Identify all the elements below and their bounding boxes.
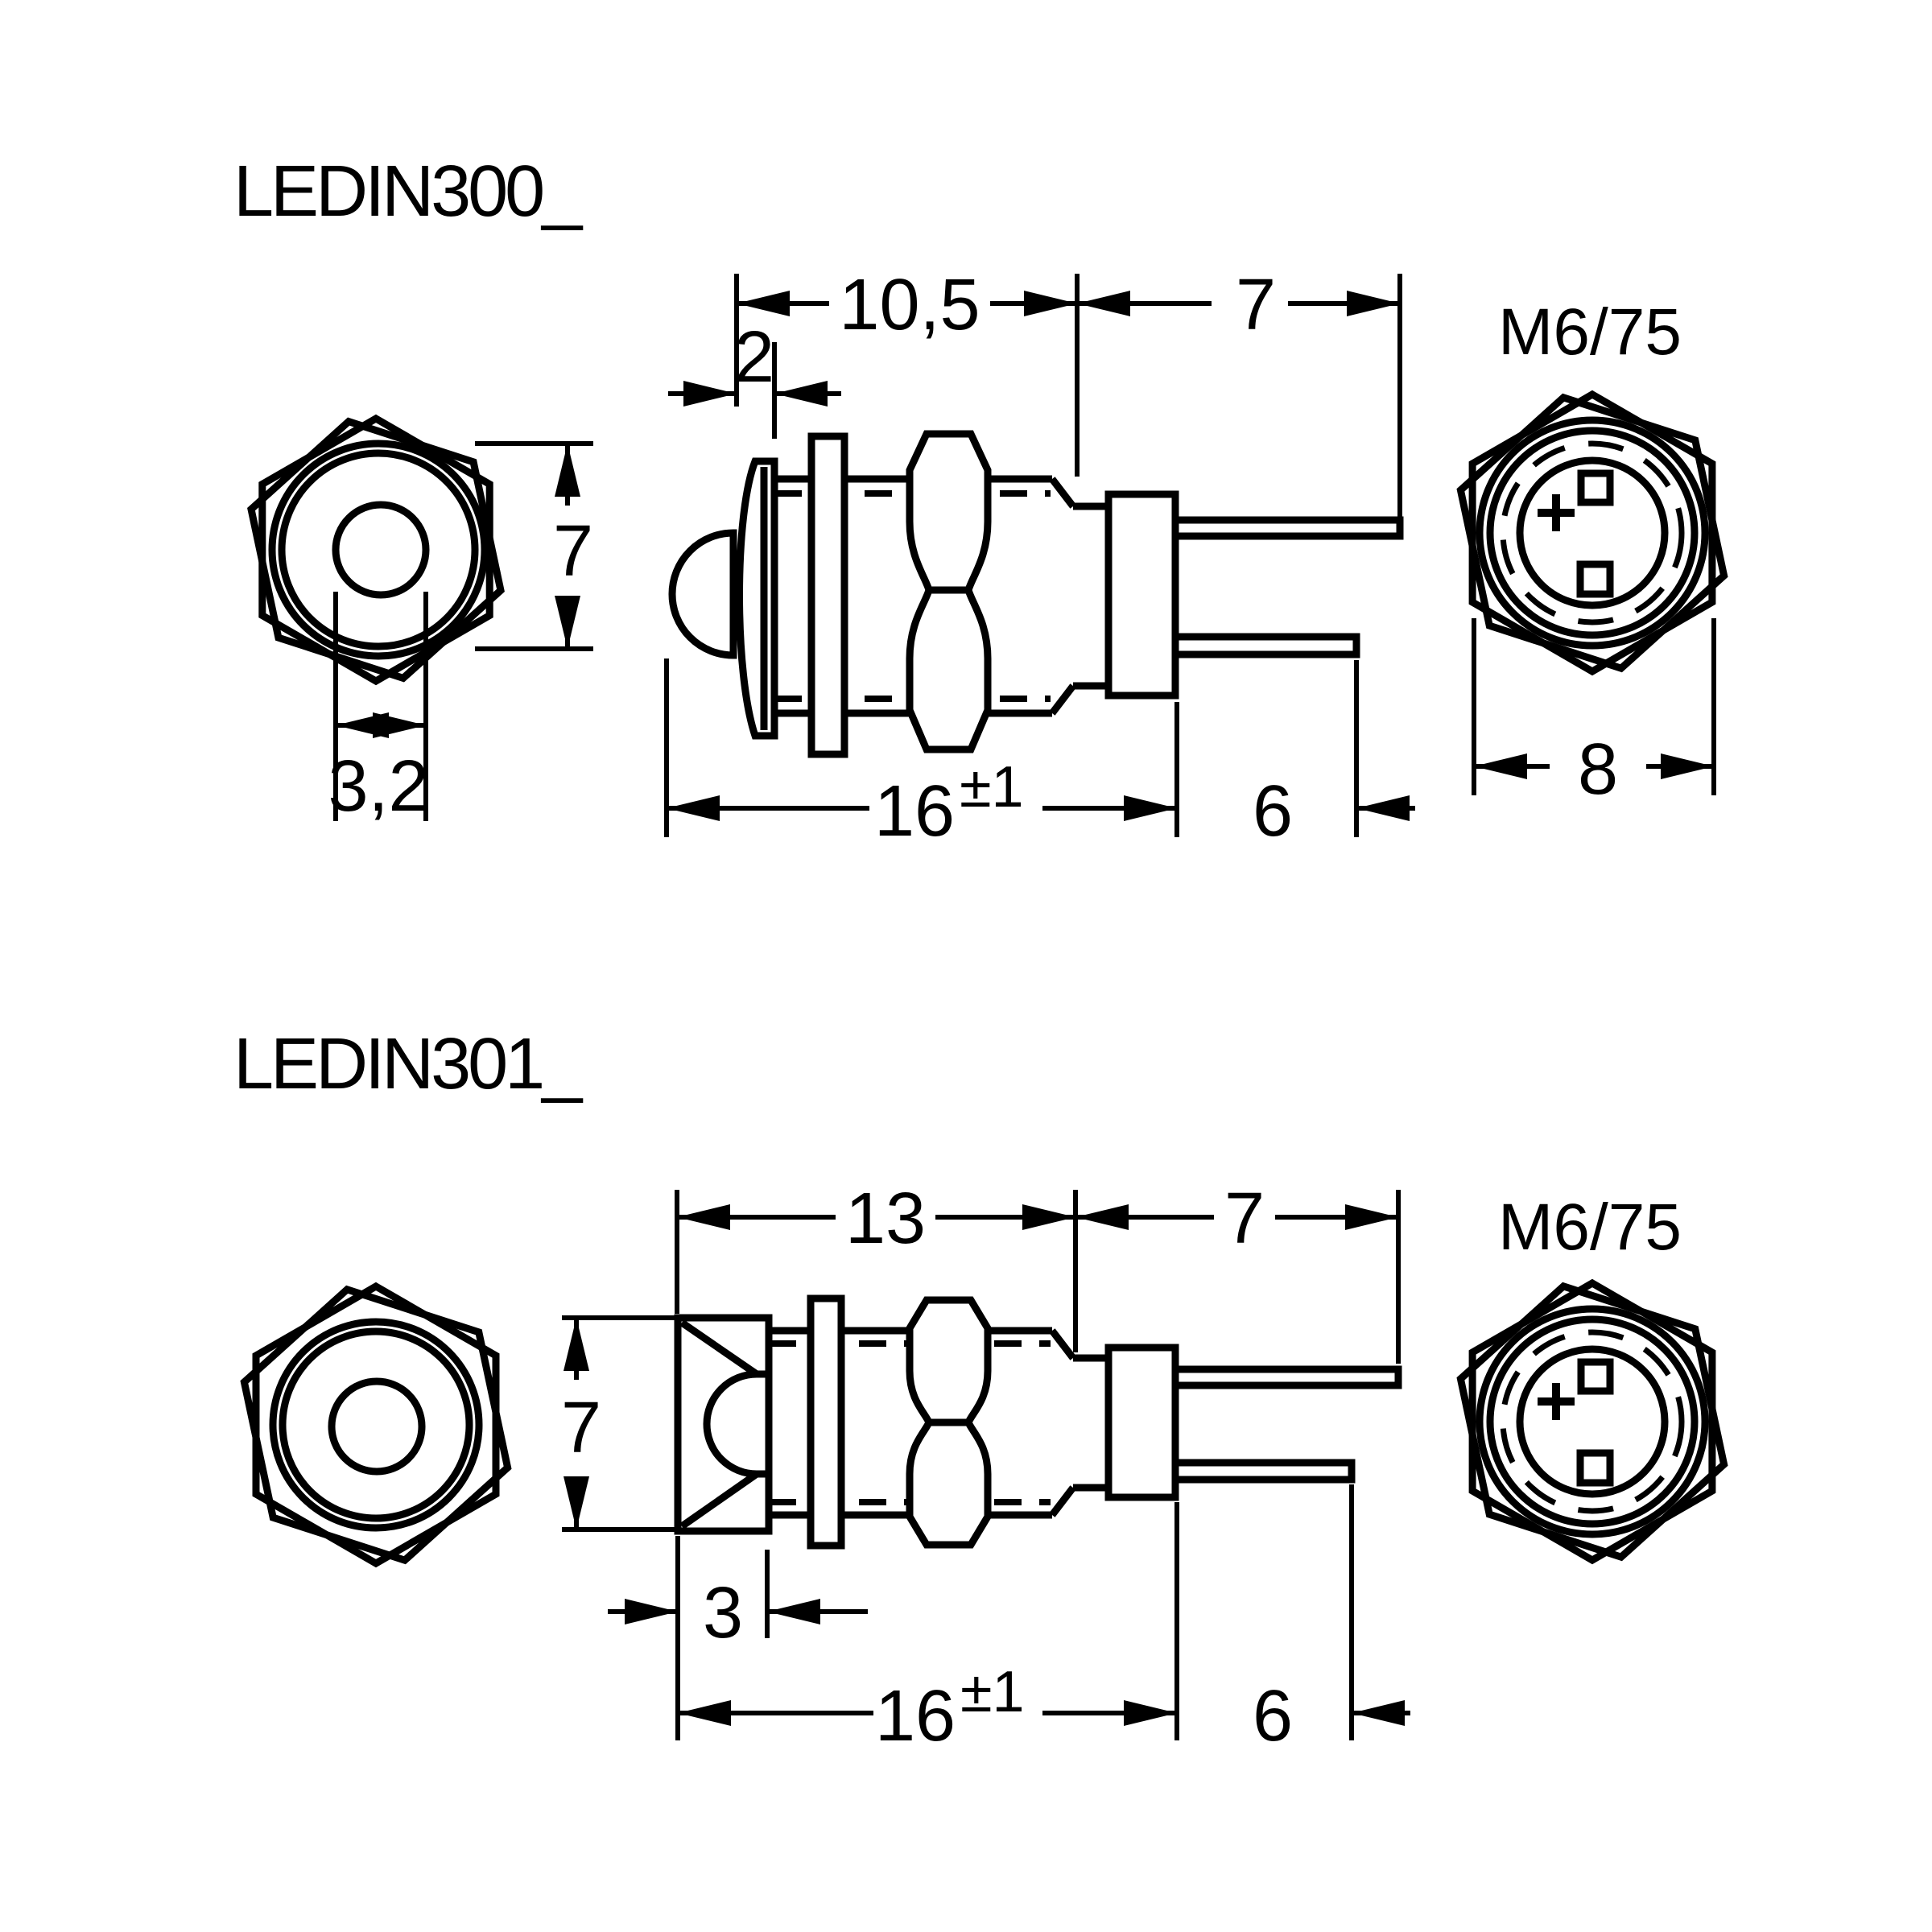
thread-label: M6/75 xyxy=(1498,295,1682,369)
ledin300-dimensions: 10,5 7 2 7 3,2 xyxy=(328,265,1415,852)
rear-bore-circle xyxy=(1516,456,1669,609)
pin-square-bottom xyxy=(1576,1449,1614,1487)
ledin301-rear-view: M6/75 xyxy=(1456,1191,1728,1565)
part-label-ledin300: LEDIN300_ xyxy=(233,151,584,232)
pin-square-top xyxy=(1577,469,1614,506)
thread-dashed-circle xyxy=(1500,1329,1685,1514)
dim-front-length: 10,5 xyxy=(839,265,980,345)
chamfer-bottom xyxy=(1049,683,1076,716)
figure-ledin300: LEDIN300_ xyxy=(233,151,1728,852)
rear-hex-outline-rotated xyxy=(1456,393,1728,673)
part-label-ledin301: LEDIN301_ xyxy=(233,1024,584,1104)
lens-circle xyxy=(332,501,430,599)
rear-hex-outline xyxy=(1468,1278,1716,1565)
pin-cathode xyxy=(1171,633,1360,658)
dim-total-length-tolerance: ±1 xyxy=(960,1660,1025,1724)
chamfer-top xyxy=(1049,1328,1076,1360)
dim-total-length-tolerance: ±1 xyxy=(960,755,1024,819)
led-dome xyxy=(668,529,737,659)
ledin300-rear-view: M6/75 8 xyxy=(1456,295,1728,810)
pin-square-top xyxy=(1577,1358,1614,1395)
dim-lens-diameter: 3,2 xyxy=(328,746,428,827)
hex-nut-outline xyxy=(258,414,493,686)
figure-ledin301: LEDIN301_ xyxy=(233,1024,1728,1757)
bezel-circle xyxy=(269,1318,483,1532)
pin-anode xyxy=(1171,516,1404,540)
chamfer-bottom xyxy=(1049,1485,1076,1517)
bezel-circle-inner xyxy=(279,1327,473,1522)
hex-nut-outline xyxy=(252,1282,500,1568)
dim-front-diameter: 7 xyxy=(553,511,593,592)
dim-front-diameter: 7 xyxy=(561,1388,601,1468)
dim-bezel-depth: 3 xyxy=(703,1573,743,1653)
polarity-plus-icon xyxy=(1538,494,1575,531)
rear-block xyxy=(1104,1344,1179,1501)
rear-hex-outline-rotated xyxy=(1456,1282,1728,1562)
bezel-cone-bottom xyxy=(679,1471,759,1530)
flange-circle-inner xyxy=(278,449,479,650)
ledin300-front-view xyxy=(247,414,505,686)
dim-front-length: 13 xyxy=(845,1179,926,1259)
washer xyxy=(807,432,848,758)
front-flange xyxy=(736,457,778,740)
thread-label: M6/75 xyxy=(1498,1191,1682,1264)
rear-outer-circle xyxy=(1476,1305,1709,1538)
dim-pin-length: 7 xyxy=(1236,265,1276,345)
dim-hex-across-flats: 8 xyxy=(1578,729,1618,810)
ledin301-side-view xyxy=(674,1294,1402,1550)
rear-outer-circle xyxy=(1476,416,1709,650)
rear-inner-circle xyxy=(1486,427,1699,639)
hex-nut-outline-rotated xyxy=(247,417,505,683)
dim-total-length: 16 xyxy=(875,1676,956,1757)
flange-circle xyxy=(268,440,489,660)
rear-inner-circle xyxy=(1486,1315,1699,1528)
rear-block xyxy=(1104,490,1179,700)
pin-square-bottom xyxy=(1576,560,1614,598)
ledin301-dimensions: 13 7 7 3 xyxy=(561,1179,1410,1757)
dim-rear-clearance: 6 xyxy=(1253,771,1293,852)
ledin300-side-view xyxy=(668,430,1404,758)
rear-bore-circle xyxy=(1516,1345,1669,1498)
dim-total-length: 16 xyxy=(874,771,955,852)
lens-circle xyxy=(328,1377,426,1476)
recessed-led-dome xyxy=(703,1370,758,1478)
pin-cathode xyxy=(1171,1459,1356,1484)
washer xyxy=(807,1294,845,1550)
polarity-plus-icon xyxy=(1538,1383,1575,1420)
dim-flange-thickness: 2 xyxy=(734,317,774,398)
thread-dashed-circle xyxy=(1500,440,1685,625)
ledin301-front-view xyxy=(240,1282,512,1568)
pin-anode xyxy=(1171,1365,1402,1389)
chamfer-top xyxy=(1049,477,1076,509)
hex-nut-outline-rotated xyxy=(240,1285,512,1565)
dim-pin-length: 7 xyxy=(1224,1179,1265,1259)
rear-hex-outline xyxy=(1468,390,1716,676)
dim-rear-clearance: 6 xyxy=(1253,1676,1293,1757)
bezel-cone-top xyxy=(679,1319,759,1377)
